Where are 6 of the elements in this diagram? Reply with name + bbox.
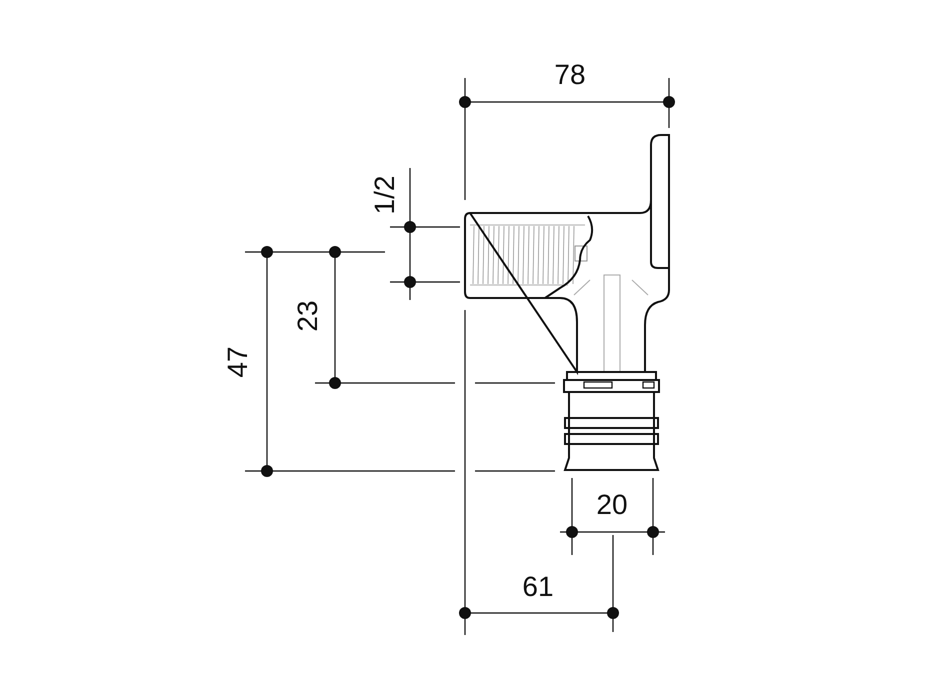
dimension-value: 61: [522, 573, 554, 601]
dimension-value: 1/2: [371, 176, 399, 214]
dimension-value: 23: [294, 300, 322, 332]
dimension-value: 78: [554, 61, 586, 89]
dimension-value: 20: [596, 491, 628, 519]
dimension-value: 47: [224, 346, 252, 378]
